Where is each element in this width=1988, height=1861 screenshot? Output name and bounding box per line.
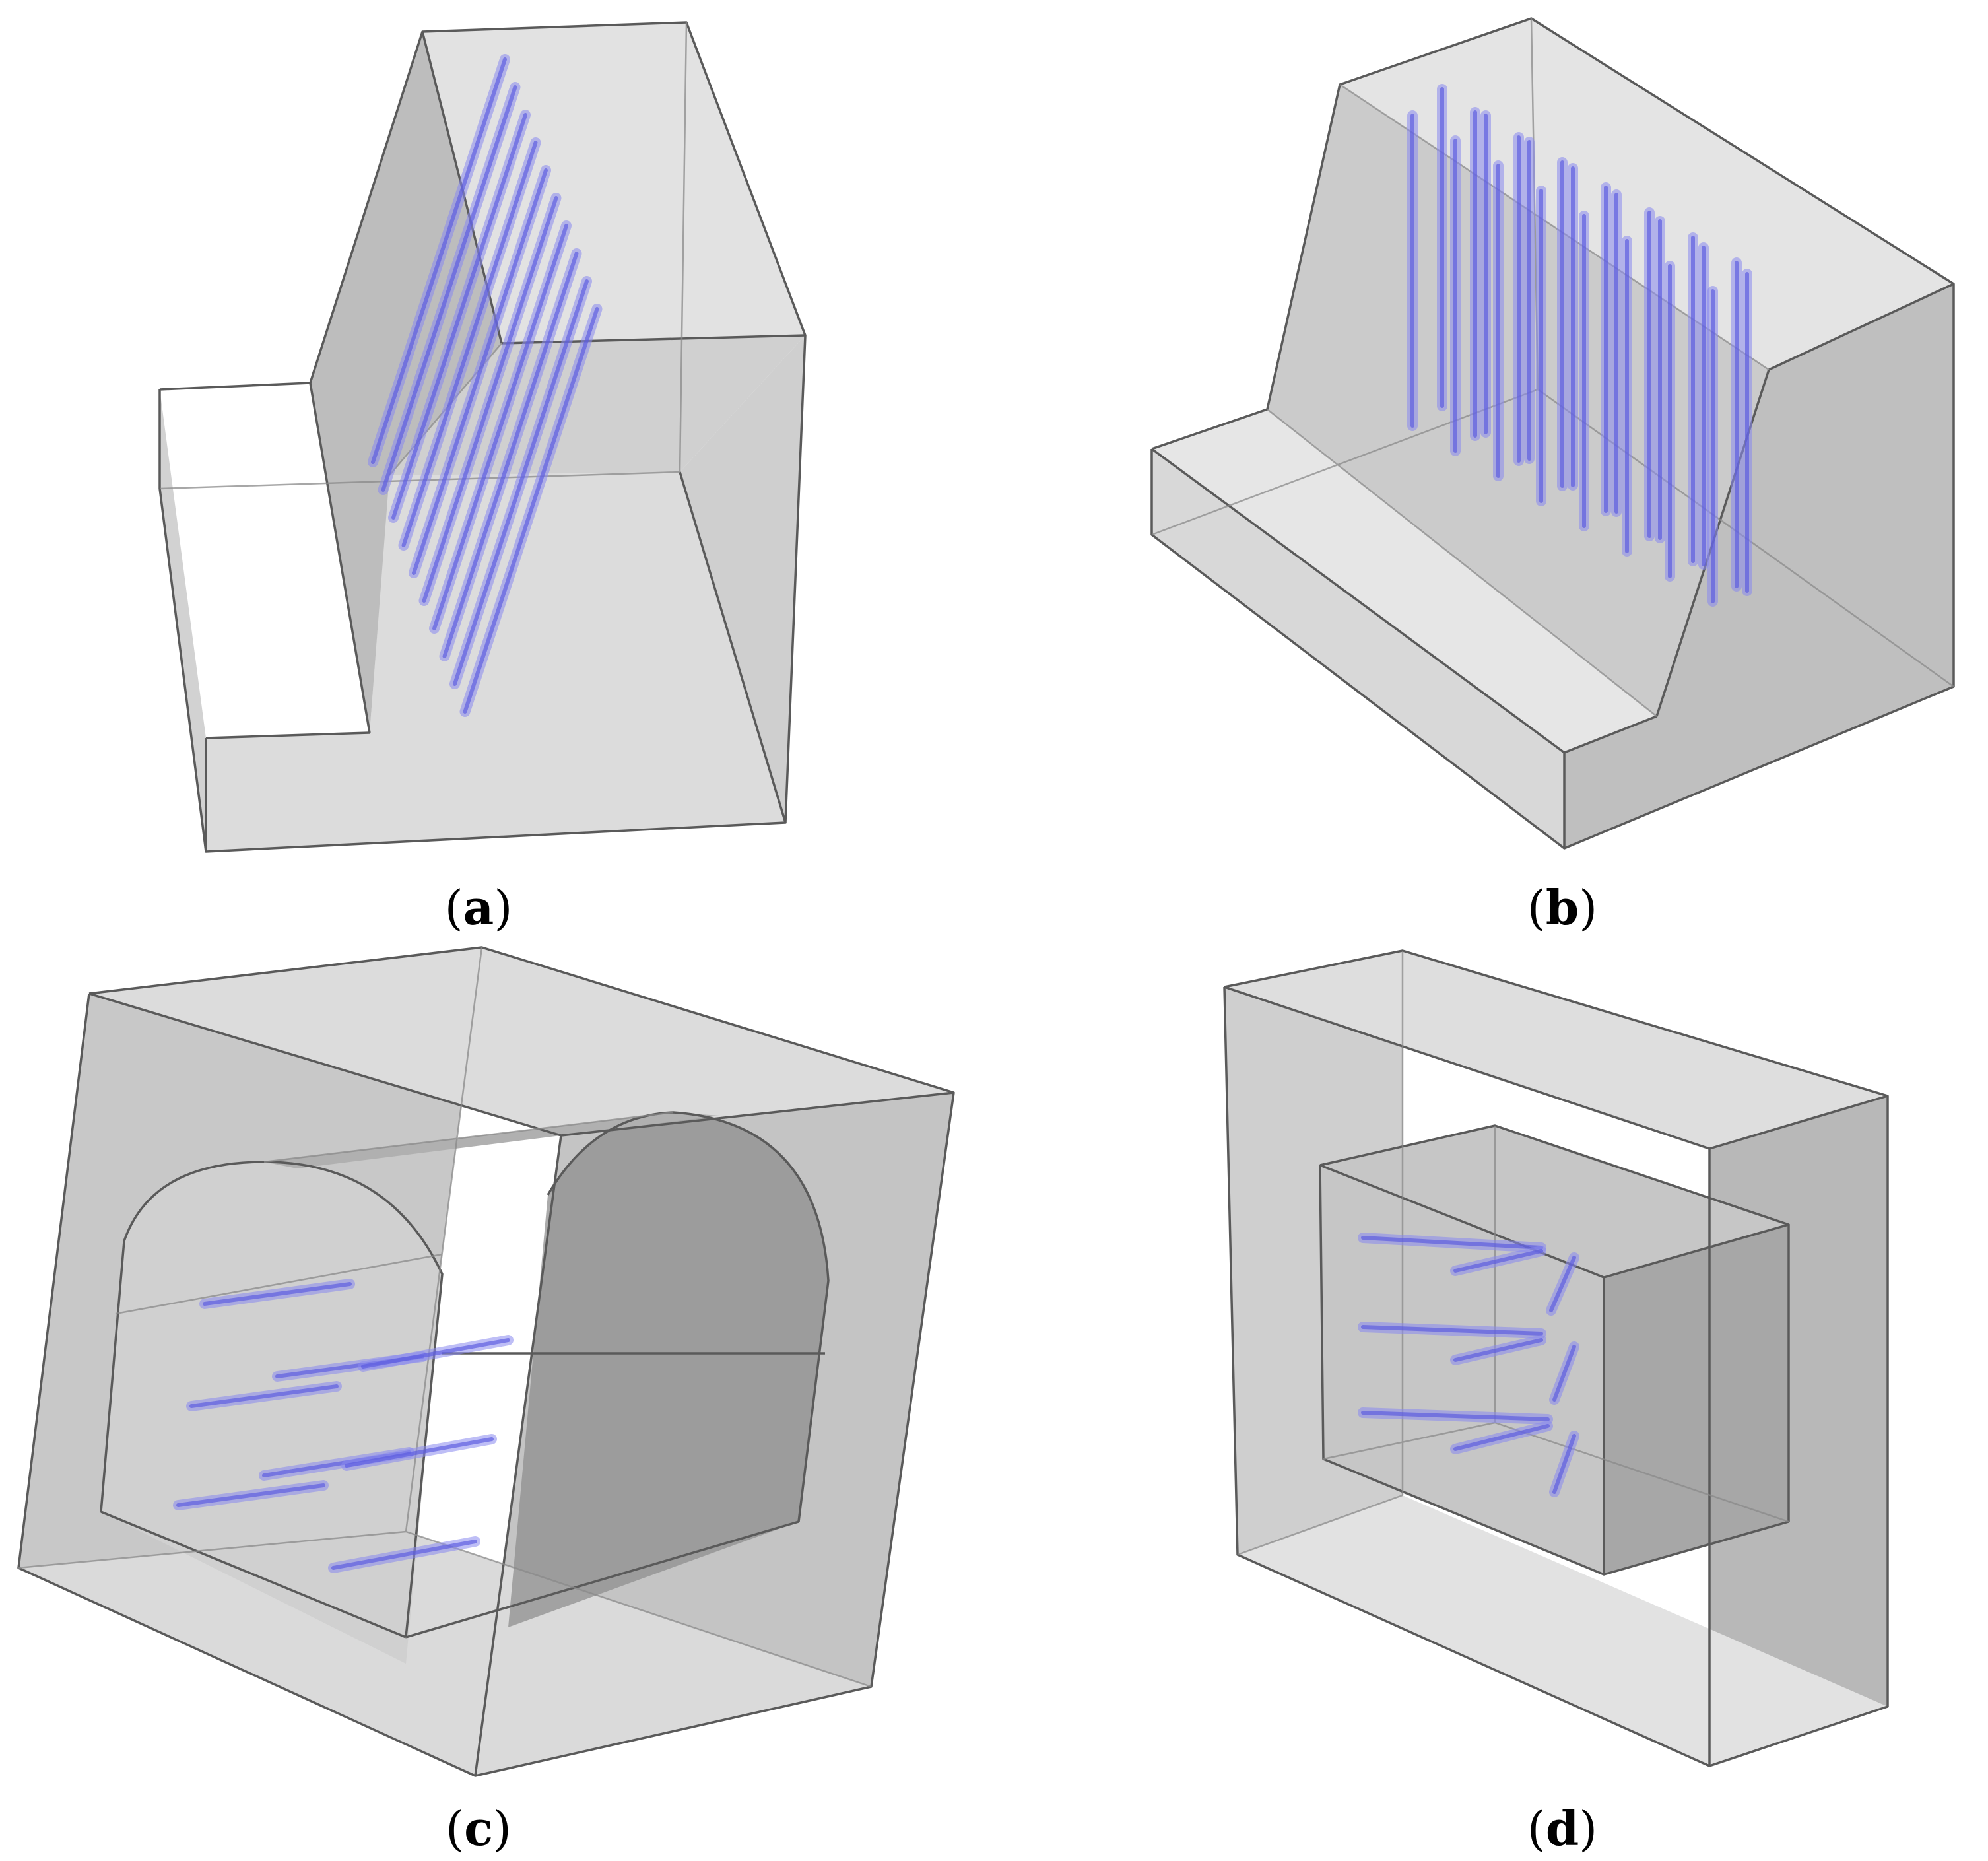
- panel-c-tunnel-interior: [101, 1162, 442, 1664]
- anchor-rod: [429, 220, 572, 634]
- anchor-rod: [1549, 1431, 1579, 1497]
- panel-a-step-side: [160, 389, 206, 852]
- anchor-rod: [459, 304, 603, 717]
- panel-c-hidden-edges: [18, 947, 872, 1688]
- panel-c-top-face: [89, 947, 954, 1135]
- panel-d-cavity-model: [1223, 949, 1889, 1767]
- panel-a-caption: (a): [445, 879, 513, 935]
- anchor-rod: [378, 82, 521, 495]
- panel-b-slope-model: [1150, 17, 1955, 850]
- panel-b-right-face: [1564, 284, 1954, 848]
- anchor-rod: [409, 165, 551, 578]
- panel-c-caption: (c): [446, 1800, 512, 1856]
- panel-c-bottom-face: [18, 1532, 871, 1776]
- panel-c-tunnel-model: [17, 946, 955, 1777]
- anchor-rod: [358, 1335, 514, 1372]
- panel-c-tunnel-roof: [264, 1112, 719, 1168]
- panel-a-slope-model: [158, 21, 807, 853]
- anchor-rod: [328, 1536, 480, 1573]
- anchor-rod: [388, 110, 531, 523]
- panel-c-rods: [173, 1279, 514, 1573]
- anchor-rod: [341, 1434, 497, 1471]
- panel-a-ground-face: [206, 472, 785, 852]
- anchor-rod: [186, 1381, 342, 1411]
- anchor-rod: [199, 1279, 355, 1309]
- panel-d-cavity-right: [1604, 1225, 1789, 1574]
- anchor-rod: [398, 137, 541, 551]
- panel-d-top-face: [1224, 951, 1888, 1149]
- anchor-rod: [418, 193, 562, 606]
- anchor-rod: [449, 276, 592, 689]
- panel-b-ground-top: [1152, 409, 1657, 753]
- panel-a-right-face: [680, 335, 805, 823]
- anchor-rod: [439, 248, 582, 661]
- anchor-rod: [173, 1480, 329, 1510]
- panel-b-top-face: [1340, 18, 1954, 370]
- panel-d-bottom-face: [1238, 1495, 1888, 1766]
- anchor-rod: [1450, 1421, 1553, 1454]
- anchor-rod: [1358, 1233, 1546, 1253]
- panel-c-tunnel-shell: [508, 1112, 828, 1627]
- panel-b-front-low: [1152, 449, 1564, 848]
- anchor-rod: [1546, 1252, 1579, 1316]
- panel-b-caption: (b): [1527, 879, 1598, 935]
- anchor-rod: [1358, 1407, 1553, 1425]
- anchor-rod: [1358, 1322, 1546, 1339]
- panel-d-caption: (d): [1527, 1800, 1598, 1856]
- panel-d-rods: [1358, 1233, 1579, 1497]
- anchor-rod: [1450, 1246, 1546, 1276]
- panel-a-step-front: [160, 383, 370, 738]
- panel-b-rods: [1407, 84, 1752, 607]
- anchor-rod: [1549, 1341, 1579, 1405]
- panel-d-hidden-edges: [1237, 951, 1789, 1556]
- panel-a-rods: [368, 54, 603, 717]
- anchor-rod: [368, 54, 510, 467]
- anchor-rod: [1450, 1335, 1546, 1365]
